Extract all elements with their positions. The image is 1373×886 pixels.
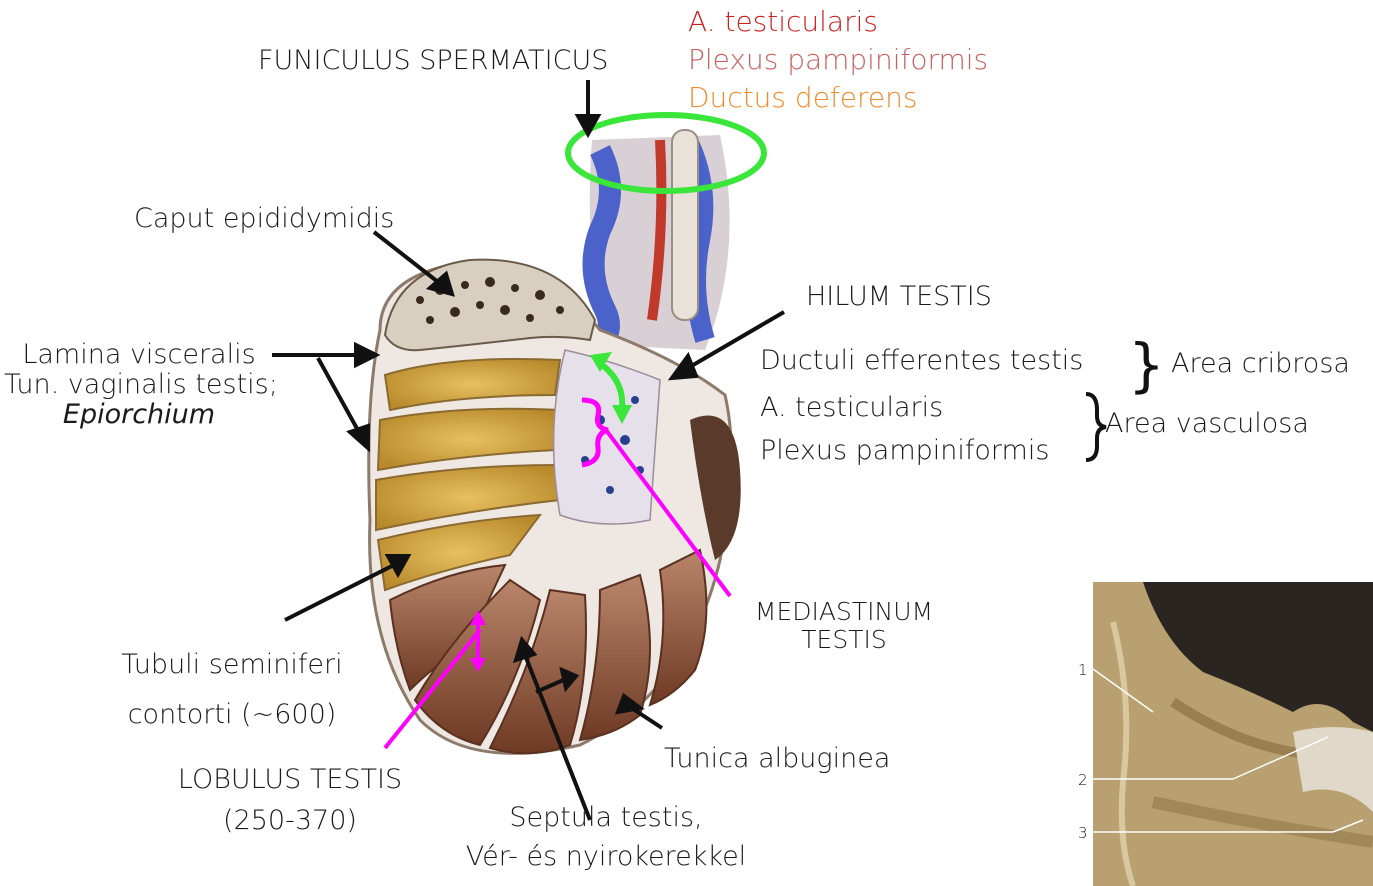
label-ductuli: Ductuli efferentes testis xyxy=(760,346,1083,376)
label-mediastinum-1: MEDIASTINUM xyxy=(722,598,966,626)
label-tubuli-1: Tubuli seminiferi xyxy=(100,640,364,690)
label-a-testicularis: A. testicularis xyxy=(760,393,943,423)
epididymis-head xyxy=(385,260,595,351)
label-lobulus-1: LOBULUS TESTIS xyxy=(160,760,420,801)
label-mediastinum: MEDIASTINUM TESTIS xyxy=(722,598,966,654)
label-plexus-top: Plexus pampiniformis xyxy=(688,44,988,75)
label-a-testicularis-top: A. testicularis xyxy=(688,6,878,37)
photo-number-1: 1 xyxy=(1078,662,1088,679)
photo-number-2: 2 xyxy=(1078,772,1088,789)
label-lamina-3: Epiorchium xyxy=(4,400,274,430)
label-albuginea: Tunica albuginea xyxy=(664,744,890,774)
brace-vasculosa xyxy=(1086,394,1106,460)
label-funiculus: FUNICULUS SPERMATICUS xyxy=(258,46,608,76)
arrow-lamina-b xyxy=(318,358,360,434)
photo-number-3: 3 xyxy=(1078,825,1088,842)
label-lobulus-2: (250-370) xyxy=(160,801,420,842)
label-lamina-2: Tun. vaginalis testis; xyxy=(4,370,274,400)
label-area-vasculosa: Area vasculosa xyxy=(1105,409,1309,439)
label-area-cribrosa: Area cribrosa xyxy=(1171,349,1350,379)
label-lamina-1: Lamina visceralis xyxy=(4,340,274,370)
label-tubuli-2: contorti (~600) xyxy=(100,690,364,740)
arrow-caput xyxy=(374,232,438,282)
label-plexus: Plexus pampiniformis xyxy=(760,436,1049,466)
label-ductus-top: Ductus deferens xyxy=(688,82,917,113)
brace-cribrosa: } xyxy=(1128,331,1165,399)
label-septula-1: Septula testis, xyxy=(446,798,766,837)
label-lobulus: LOBULUS TESTIS (250-370) xyxy=(160,760,420,841)
label-lamina: Lamina visceralis Tun. vaginalis testis;… xyxy=(4,340,274,431)
label-tubuli: Tubuli seminiferi contorti (~600) xyxy=(100,640,364,740)
label-septula-2: Vér- és nyirokerekkel xyxy=(446,837,766,876)
ductus-deferens-tube xyxy=(672,130,698,320)
label-septula: Septula testis, Vér- és nyirokerekkel xyxy=(446,798,766,876)
label-hilum: HILUM TESTIS xyxy=(806,282,992,312)
label-caput: Caput epididymidis xyxy=(134,204,394,234)
mediastinum xyxy=(554,350,660,524)
label-mediastinum-2: TESTIS xyxy=(722,626,966,654)
inset-photo xyxy=(1093,582,1373,886)
